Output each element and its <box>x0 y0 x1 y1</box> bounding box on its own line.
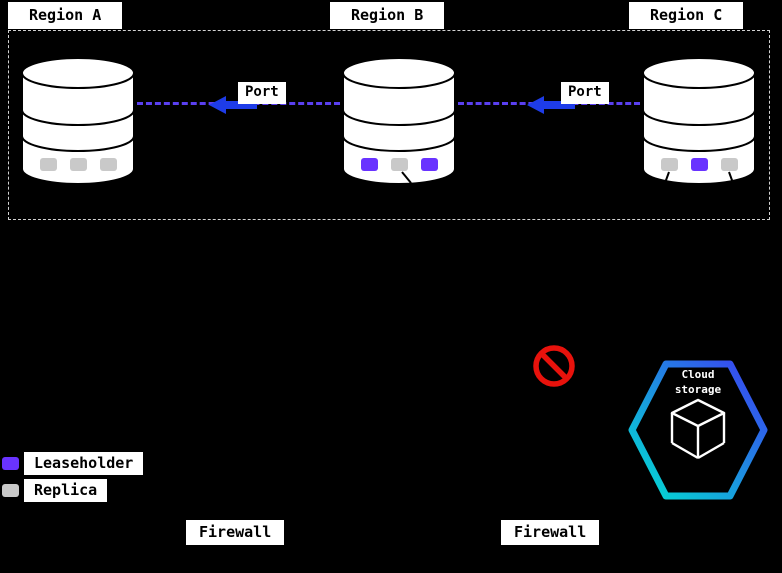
pointer-tick <box>664 171 670 184</box>
cloud-storage-label-line2: storage <box>674 382 722 396</box>
firewall-label-right: Firewall <box>501 520 600 545</box>
port-label-b-c: Port <box>561 82 609 104</box>
port-label-a-b: Port <box>238 82 286 104</box>
replica-slot <box>420 158 438 171</box>
cloud-storage-label: Cloud storage <box>648 368 748 398</box>
pointer-tick <box>401 171 412 184</box>
database-cylinder-icon <box>342 57 456 185</box>
prohibited-icon <box>533 345 575 387</box>
pointer-tick <box>728 171 734 184</box>
database-region-a <box>20 56 136 188</box>
legend-label-replica: Replica <box>24 479 108 502</box>
legend-label-leaseholder: Leaseholder <box>24 452 144 475</box>
database-cylinder-icon <box>21 57 135 185</box>
replica-slot <box>390 158 408 171</box>
database-cylinder-icon <box>642 57 756 185</box>
replica-slot <box>720 158 738 171</box>
replica-slots <box>341 158 457 171</box>
database-region-c <box>641 56 757 188</box>
replica-slot <box>690 158 708 171</box>
replica-slots <box>20 158 136 171</box>
replica-slot <box>99 158 117 171</box>
region-a-label: Region A <box>8 2 123 29</box>
leaseholder-swatch <box>2 457 19 470</box>
replica-slots <box>641 158 757 171</box>
cloud-storage-label-line1: Cloud <box>681 368 715 381</box>
replica-slot <box>660 158 678 171</box>
region-b-label: Region B <box>330 2 445 29</box>
database-region-b <box>341 56 457 188</box>
region-c-label: Region C <box>629 2 744 29</box>
arrow-left-icon <box>527 96 575 114</box>
replica-slot <box>360 158 378 171</box>
replica-slot <box>69 158 87 171</box>
replica-slot <box>39 158 57 171</box>
arrow-left-icon <box>209 96 257 114</box>
cube-icon <box>670 398 726 460</box>
regions-boundary <box>8 30 770 220</box>
firewall-label-left: Firewall <box>186 520 285 545</box>
replica-swatch <box>2 484 19 497</box>
